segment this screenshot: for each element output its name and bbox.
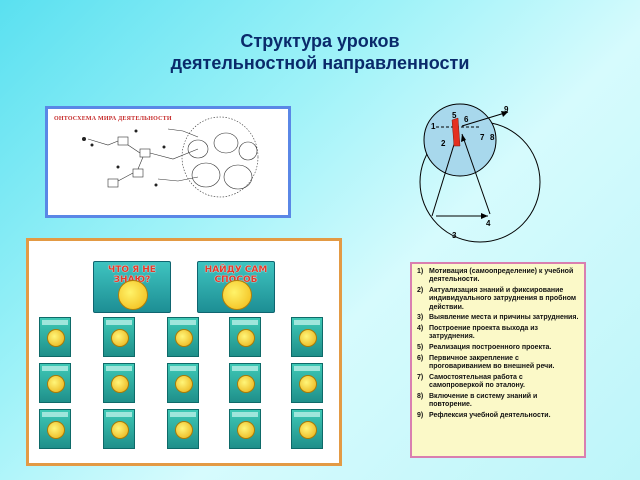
step-item: 5)Реализация построенного проекта. — [417, 344, 552, 351]
lesson-card — [39, 363, 71, 403]
lesson-card — [229, 409, 261, 449]
arrow-head-out — [501, 111, 508, 117]
lesson-card — [167, 409, 199, 449]
lesson-card — [291, 317, 323, 357]
ontoschema-drawing — [82, 116, 259, 198]
diagram-label-8: 8 — [490, 133, 495, 142]
title-line-1: Структура уроков — [240, 31, 400, 51]
lemon-face-icon — [222, 280, 252, 310]
diagram-label-5: 5 — [452, 111, 457, 120]
step-item: 2)Актуализация знаний и фиксирование инд… — [417, 287, 577, 311]
lesson-card — [103, 409, 135, 449]
lesson-cards-panel: ЧТО Я НЕ ЗНАЮ? НАЙДУ САМ СПОСОБ — [26, 238, 342, 466]
lesson-card — [103, 317, 135, 357]
inner-circle — [423, 103, 497, 177]
lesson-structure-diagram: 1 2 3 4 5 6 7 8 9 — [419, 103, 541, 243]
step-item: 4)Построение проекта выхода из затруднен… — [417, 325, 539, 341]
lesson-card — [39, 409, 71, 449]
step-item: 3)Выявление места и причины затруднения. — [417, 314, 579, 322]
lesson-card — [103, 363, 135, 403]
diagram-label-2: 2 — [441, 139, 446, 148]
ontoschema-image: ОНТОСХЕМА МИРА ДЕЯТЕЛЬНОСТИ — [45, 106, 291, 218]
diagram-label-7: 7 — [480, 133, 485, 142]
lesson-card — [167, 317, 199, 357]
red-marker — [451, 117, 461, 147]
lesson-steps-list: 1)Мотивация (самоопределение) к учебной … — [410, 262, 586, 458]
diagram-label-4: 4 — [486, 219, 491, 228]
lesson-card — [39, 317, 71, 357]
step-item: 9)Рефлексия учебной деятельности. — [417, 411, 551, 419]
step-item: 6)Первичное закрепление с проговаривание… — [417, 354, 555, 370]
arrow-head-base — [481, 213, 488, 219]
title-line-2: деятельностной направленности — [170, 53, 470, 73]
arrow-line-down — [431, 137, 457, 217]
step-item: 7)Самостоятельная работа с самопроверкой… — [417, 373, 525, 389]
book-cover-find-the-way: НАЙДУ САМ СПОСОБ — [197, 261, 275, 313]
lesson-card — [291, 363, 323, 403]
diagram-label-1: 1 — [431, 122, 436, 131]
diagram-label-6: 6 — [464, 115, 469, 124]
lesson-card — [167, 363, 199, 403]
slide-title: Структура уроков деятельностной направле… — [0, 30, 640, 74]
arrow-head-up — [461, 134, 466, 142]
step-item: 1)Мотивация (самоопределение) к учебной … — [417, 268, 574, 284]
step-item: 8)Включение в систему знаний и повторени… — [417, 392, 538, 408]
arrow-line-out — [461, 111, 509, 127]
lemon-face-icon — [118, 280, 148, 310]
ontoschema-caption: ОНТОСХЕМА МИРА ДЕЯТЕЛЬНОСТИ — [54, 116, 172, 122]
diagram-label-9: 9 — [504, 105, 509, 114]
book-cover-what-dont-i-know: ЧТО Я НЕ ЗНАЮ? — [93, 261, 171, 313]
lesson-card — [229, 363, 261, 403]
arrow-line-up — [461, 133, 491, 215]
lesson-card — [229, 317, 261, 357]
lesson-card — [291, 409, 323, 449]
diagram-label-3: 3 — [452, 231, 457, 240]
